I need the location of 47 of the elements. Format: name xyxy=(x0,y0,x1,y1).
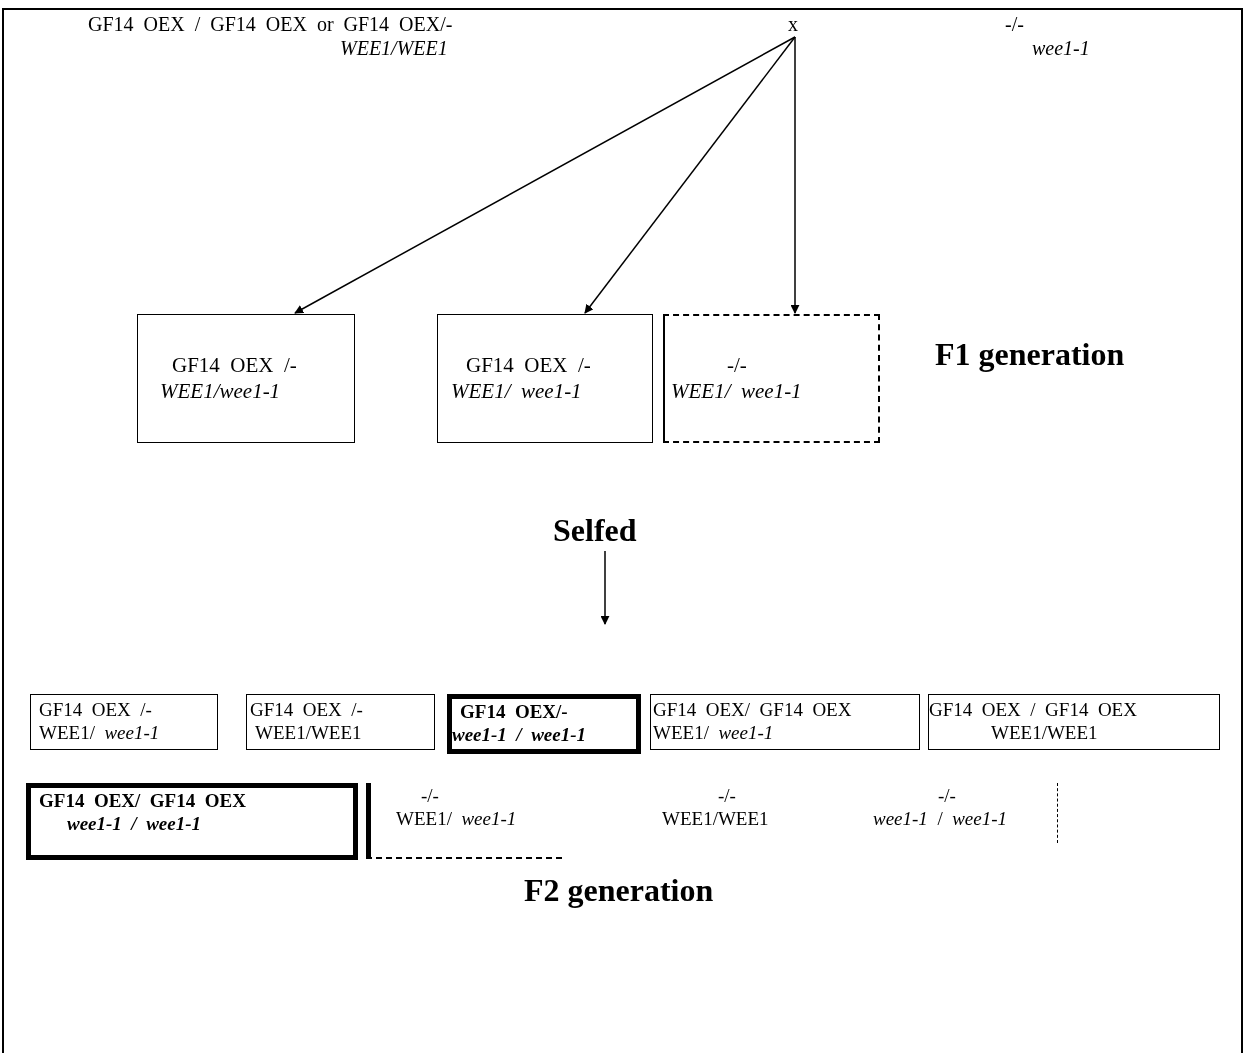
genotype-text: WEE1/ wee1-1 xyxy=(652,722,775,745)
step-label: Selfed xyxy=(553,510,663,550)
genotype-box xyxy=(447,694,641,754)
genotype-text: WEE1/WEE1 xyxy=(254,722,363,745)
genotype-box xyxy=(650,694,920,750)
genotype-text: GF14 OEX /- xyxy=(249,699,364,722)
genotype-text: GF14 OEX /- xyxy=(171,353,298,379)
genotype-text: WEE1/WEE1 xyxy=(990,722,1099,745)
genotype-text: GF14 OEX / GF14 OEX or GF14 OEX/- xyxy=(87,12,454,36)
arrow xyxy=(294,36,796,314)
genotype-text: WEE1/WEE1 xyxy=(661,807,770,831)
genotype-box xyxy=(663,314,880,443)
genotype-box xyxy=(30,694,218,750)
genotype-box xyxy=(437,314,653,443)
generation-label: F2 generation xyxy=(524,872,714,909)
genotype-text: WEE1/ wee1-1 xyxy=(670,378,803,404)
genotype-box xyxy=(366,783,562,859)
genotype-text: GF14 OEX/ GF14 OEX xyxy=(38,790,247,813)
genotype-text: GF14 OEX /- xyxy=(38,699,153,722)
genotype-text: -/- xyxy=(1004,12,1025,36)
genotype-text: GF14 OEX/ GF14 OEX xyxy=(652,699,853,722)
genotype-text: WEE1/ wee1-1 xyxy=(395,807,518,831)
genotype-text: -/- xyxy=(420,785,440,808)
genotype-text: WEE1/WEE1 xyxy=(339,36,449,60)
genotype-text: -/- xyxy=(726,353,748,379)
genotype-box xyxy=(928,694,1220,750)
cross-sign: x xyxy=(786,10,804,36)
generation-label: F1 generation xyxy=(935,336,1125,373)
genotype-text: wee1-1 xyxy=(1031,36,1091,60)
arrow xyxy=(584,36,796,314)
arrow xyxy=(600,550,610,625)
genotype-text: GF14 OEX / GF14 OEX xyxy=(929,699,1138,722)
genotype-text: WEE1/wee1-1 xyxy=(159,378,282,404)
genotype-text: GF14 OEX /- xyxy=(465,353,592,379)
genotype-text: WEE1/ wee1-1 xyxy=(450,378,583,404)
genotype-text: GF14 OEX/- xyxy=(459,701,569,724)
genotype-text: WEE1/ wee1-1 xyxy=(38,722,161,745)
arrow xyxy=(790,36,800,314)
genotype-box xyxy=(870,783,1058,843)
genotype-text: -/- xyxy=(717,785,737,808)
genotype-text: -/- xyxy=(937,785,957,808)
genotype-box xyxy=(26,783,358,860)
genotype-text: wee1-1 / wee1-1 xyxy=(872,807,1009,831)
genotype-text: wee1-1 / wee1-1 xyxy=(452,724,587,747)
genotype-text: wee1-1 / wee1-1 xyxy=(66,812,202,836)
genotype-box xyxy=(137,314,355,443)
genotype-box xyxy=(246,694,435,750)
